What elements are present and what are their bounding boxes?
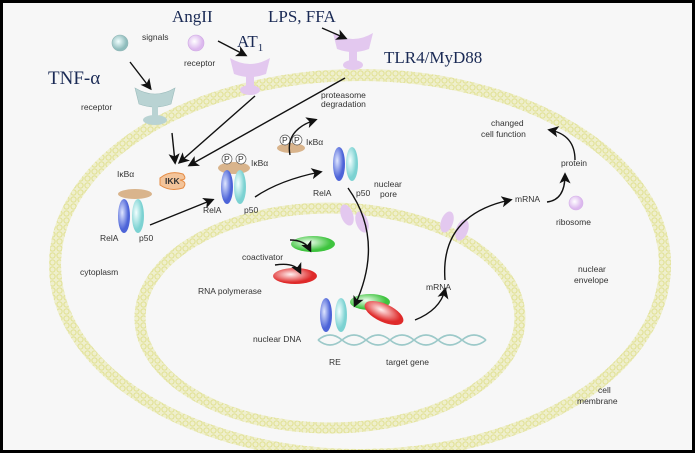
label-changed: changed: [491, 118, 524, 128]
tlr4-receptor-icon: [333, 33, 373, 70]
label-coactivator: coactivator: [242, 252, 283, 262]
p50-protein: [132, 199, 144, 233]
nfkb-complex-phosphorylated: [218, 153, 250, 204]
diagram-canvas: TNF-α AngII AT1 LPS, FFA TLR4/MyD88 sign…: [3, 3, 692, 450]
label-p-3: P: [282, 135, 288, 145]
label-receptor-at1: receptor: [184, 58, 215, 68]
label-tnf-alpha: TNF-α: [48, 68, 100, 89]
label-ikba-2: IκBα: [251, 158, 268, 168]
label-ribosome: ribosome: [556, 217, 591, 227]
label-ikk: IKK: [165, 176, 181, 186]
label-tlr4-myd88: TLR4/MyD88: [384, 48, 482, 67]
label-at1: AT1: [237, 32, 263, 54]
nuclear-pore-icon: [340, 204, 469, 241]
label-proteasome: proteasome: [321, 90, 366, 100]
coactivator-protein: [291, 236, 335, 252]
label-target-gene: target gene: [386, 357, 429, 367]
label-rela-3: RelA: [313, 188, 332, 198]
label-p-1: P: [224, 154, 230, 164]
cell-membrane: [49, 69, 671, 450]
label-nuclear-dna: nuclear DNA: [253, 334, 302, 344]
rela-protein: [118, 199, 130, 233]
dna-helix-icon: [317, 334, 487, 346]
label-envelope: envelope: [574, 275, 609, 285]
label-signals: signals: [142, 32, 168, 42]
label-receptor-tnf: receptor: [81, 102, 112, 112]
label-ikba-3: IκBα: [306, 137, 323, 147]
label-ikba-1: IκBα: [117, 169, 134, 179]
label-p-2: P: [238, 154, 244, 164]
ikba-phosphorylated-free: [277, 134, 305, 153]
ikba-protein: [118, 189, 152, 199]
label-mrna-nucleus: mRNA: [426, 282, 451, 292]
label-p50-3: p50: [356, 188, 370, 198]
pathway-diagram: TNF-α AngII AT1 LPS, FFA TLR4/MyD88 sign…: [48, 7, 671, 450]
label-re: RE: [329, 357, 341, 367]
signal-molecule-icon: [111, 34, 129, 52]
label-cell: cell: [598, 385, 611, 395]
pathway-arrows: [129, 27, 576, 321]
ikk-enzyme-icon: [159, 172, 186, 190]
label-degradation: degradation: [321, 99, 366, 109]
tnf-receptor-icon: [134, 87, 176, 125]
label-angii: AngII: [172, 7, 213, 26]
label-mrna-cytoplasm: mRNA: [515, 194, 540, 204]
label-rna-polymerase: RNA polymerase: [198, 286, 262, 296]
label-p50-1: p50: [139, 233, 153, 243]
nuclear-envelope: [134, 202, 526, 434]
ribosome-icon: [568, 195, 584, 211]
label-protein: protein: [561, 158, 587, 168]
label-nuclear-pore-1: nuclear: [374, 179, 402, 189]
label-lps-ffa: LPS, FFA: [268, 7, 336, 26]
label-nuclear-pore-2: pore: [380, 189, 397, 199]
nfkb-complex-inactive: [118, 189, 152, 233]
rna-polymerase-protein: [273, 268, 317, 284]
label-p-4: P: [294, 135, 300, 145]
label-p50-2: p50: [244, 205, 258, 215]
at1-receptor-icon: [230, 58, 270, 95]
label-rela-2: RelA: [203, 205, 222, 215]
label-cell-function: cell function: [481, 129, 526, 139]
label-nuclear: nuclear: [578, 264, 606, 274]
angii-molecule-icon: [187, 34, 205, 52]
label-membrane: membrane: [577, 396, 618, 406]
label-rela-1: RelA: [100, 233, 119, 243]
label-cytoplasm: cytoplasm: [80, 267, 118, 277]
nfkb-active-dimer: [333, 147, 358, 181]
